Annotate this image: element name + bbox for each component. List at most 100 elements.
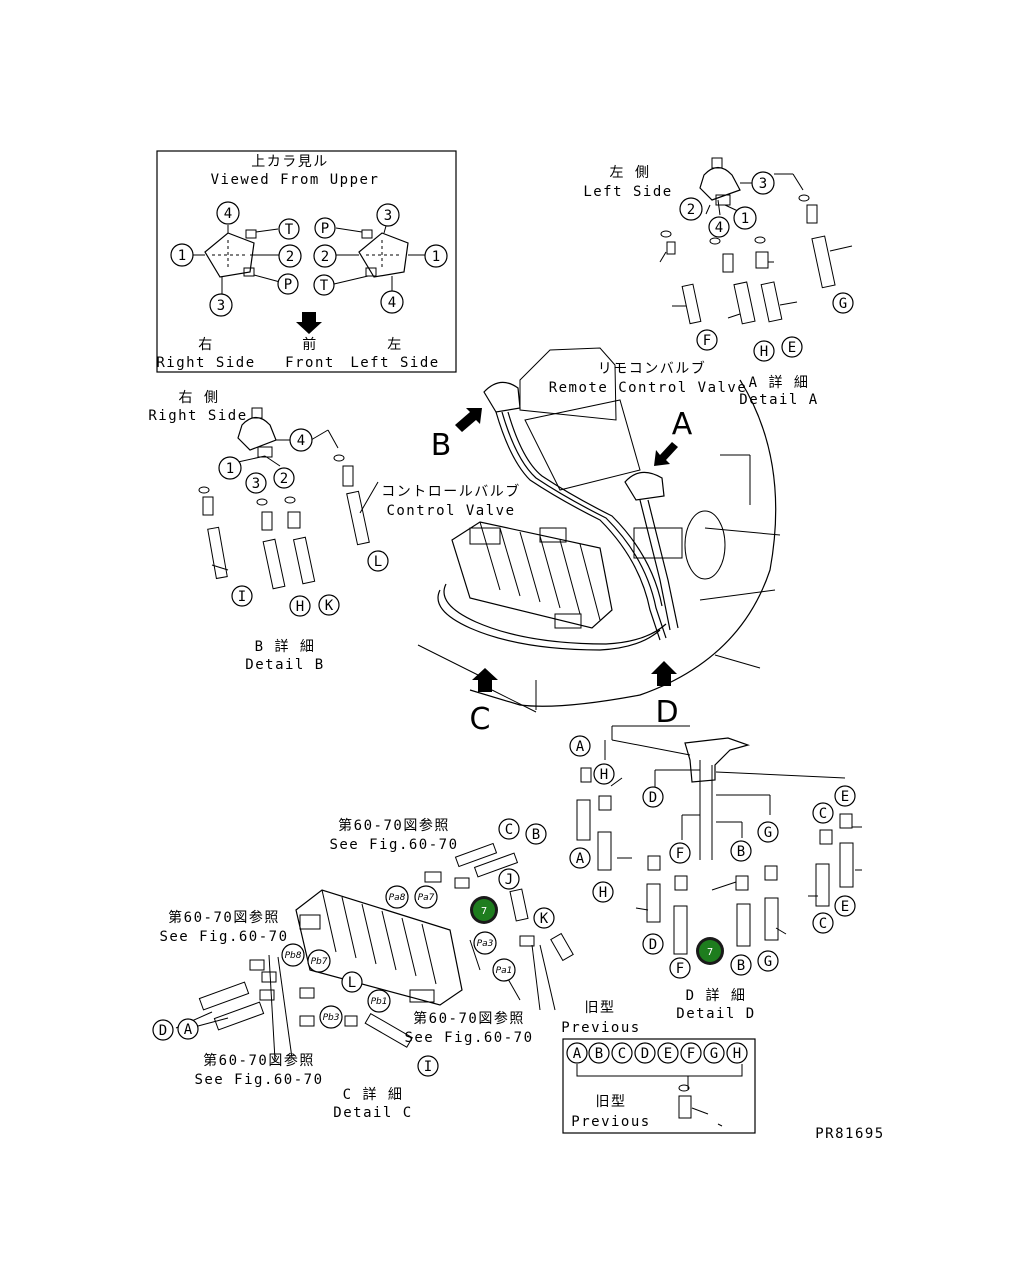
svg-text:C: C: [618, 1046, 626, 1062]
svg-text:E: E: [841, 899, 849, 915]
inset-port-right-2: 2: [313, 244, 337, 268]
detail-d-callout-H-bottom: H: [592, 881, 614, 903]
svg-text:A: A: [576, 739, 585, 755]
svg-text:B: B: [737, 958, 745, 974]
svg-text:Pb8: Pb8: [285, 951, 302, 961]
svg-text:3: 3: [217, 298, 225, 314]
svg-text:2: 2: [280, 471, 288, 487]
view-letter-a: A: [672, 407, 693, 442]
drawing-code: PR81695: [815, 1126, 885, 1142]
svg-text:J: J: [505, 872, 513, 888]
detail-c-title-jp: C 詳 細: [343, 1087, 404, 1103]
detail-d-title-en: Detail D: [676, 1006, 755, 1022]
svg-text:1: 1: [741, 211, 749, 227]
svg-text:H: H: [760, 344, 768, 360]
detail-d-title-jp: D 詳 細: [686, 988, 747, 1004]
inset-port-right-3: 3: [376, 203, 400, 227]
svg-text:T: T: [285, 222, 294, 238]
detail-b-port-4: 4: [289, 428, 313, 452]
svg-text:2: 2: [321, 249, 329, 265]
svg-text:D: D: [649, 790, 657, 806]
svg-text:3: 3: [759, 176, 767, 192]
svg-text:F: F: [676, 846, 684, 862]
badge-marker[interactable]: 7: [696, 937, 724, 965]
detail-d-callout-G-bottom: G: [757, 950, 779, 972]
previous-label-jp: 旧型: [585, 1000, 616, 1016]
svg-text:Pa3: Pa3: [477, 939, 494, 949]
svg-text:C: C: [819, 806, 827, 822]
remote-valve-label-jp: リモコンバルブ: [598, 360, 707, 377]
svg-text:A: A: [576, 851, 585, 867]
svg-text:A: A: [573, 1046, 582, 1062]
detail-d-callout-F-bottom: F: [669, 957, 691, 979]
detail-d-callout-A-top: A: [569, 735, 591, 757]
inset-port-right-T: T: [313, 274, 335, 296]
svg-text:Pb1: Pb1: [371, 997, 388, 1007]
detail-c-callout-J: J: [498, 868, 520, 890]
detail-b-hose-L: L: [367, 550, 389, 572]
detail-c-ref-3-jp: 第60-70図参照: [413, 1010, 525, 1027]
svg-text:D: D: [641, 1046, 649, 1062]
detail-a-hose-F: F: [696, 329, 718, 351]
svg-text:E: E: [664, 1046, 672, 1062]
detail-c-ref-1-jp: 第60-70図参照: [338, 817, 450, 834]
detail-b-port-3: 3: [245, 472, 267, 494]
inset-right-en: Right Side: [156, 355, 255, 371]
svg-text:D: D: [649, 937, 657, 953]
view-letter-b: B: [431, 428, 452, 463]
inset-port-left-T: T: [278, 218, 300, 240]
detail-b-title-en: Detail B: [245, 657, 324, 673]
port-label-pa3: Pa3: [473, 931, 497, 955]
detail-c-title-en: Detail C: [333, 1105, 412, 1121]
detail-d-callout-C-top: C: [812, 802, 834, 824]
previous-model-box: 旧型 Previous A B C D E F G H 旧型 Previous: [561, 1000, 756, 1134]
previous-letter-A: A: [566, 1042, 588, 1064]
detail-c-callout-B: B: [525, 823, 547, 845]
detail-d-callout-B-top: B: [730, 840, 752, 862]
svg-text:H: H: [599, 885, 607, 901]
detail-c-ref-3-en: See Fig.60-70: [404, 1030, 533, 1046]
inset-port-left-1: 1: [170, 243, 194, 267]
inset-title-en: Viewed From Upper: [211, 172, 380, 188]
svg-text:L: L: [374, 554, 382, 570]
detail-a-port-3: 3: [751, 171, 775, 195]
detail-c-ref-2-en: See Fig.60-70: [159, 929, 288, 945]
detail-a: 左 側 Left Side 3 2 1: [583, 157, 854, 408]
previous-label-en: Previous: [561, 1020, 640, 1036]
view-arrow-a-icon: [654, 442, 678, 466]
badge-marker[interactable]: 7: [470, 896, 498, 924]
svg-text:3: 3: [252, 476, 260, 492]
previous-letter-H: H: [726, 1042, 748, 1064]
svg-text:C: C: [505, 822, 513, 838]
detail-c-callout-I: I: [417, 1055, 439, 1077]
svg-text:L: L: [348, 975, 356, 991]
svg-text:F: F: [703, 333, 711, 349]
inset-left-jp: 左: [387, 337, 403, 353]
detail-d-callout-E-bottom: E: [834, 895, 856, 917]
detail-b-hose-K: K: [318, 594, 340, 616]
view-letter-d: D: [655, 695, 678, 730]
view-arrow-d-icon: [651, 661, 677, 686]
detail-d-callout-B-bottom: B: [730, 954, 752, 976]
view-letter-c: C: [470, 702, 491, 737]
svg-text:4: 4: [388, 295, 396, 311]
previous-letter-G: G: [703, 1042, 725, 1064]
previous-inner-label-en: Previous: [571, 1114, 650, 1130]
detail-c-ref-1-en: See Fig.60-70: [329, 837, 458, 853]
svg-text:A: A: [184, 1022, 193, 1038]
front-arrow-icon: [296, 312, 322, 334]
previous-letter-B: B: [588, 1042, 610, 1064]
detail-a-port-2: 2: [679, 197, 703, 221]
svg-text:Pa1: Pa1: [496, 966, 513, 976]
svg-text:E: E: [841, 789, 849, 805]
detail-d-callout-A-bottom: A: [569, 847, 591, 869]
detail-b: 右 側 Right Side 4 1 3 2 I H K: [148, 390, 389, 673]
svg-text:C: C: [819, 916, 827, 932]
previous-letter-E: E: [657, 1042, 679, 1064]
detail-d-callout-D-top: D: [642, 786, 664, 808]
inset-port-left-P: P: [277, 273, 299, 295]
detail-b-port-2: 2: [273, 467, 295, 489]
detail-a-hose-G: G: [832, 292, 854, 314]
detail-d-callout-D-bottom: D: [642, 933, 664, 955]
svg-text:F: F: [676, 961, 684, 977]
